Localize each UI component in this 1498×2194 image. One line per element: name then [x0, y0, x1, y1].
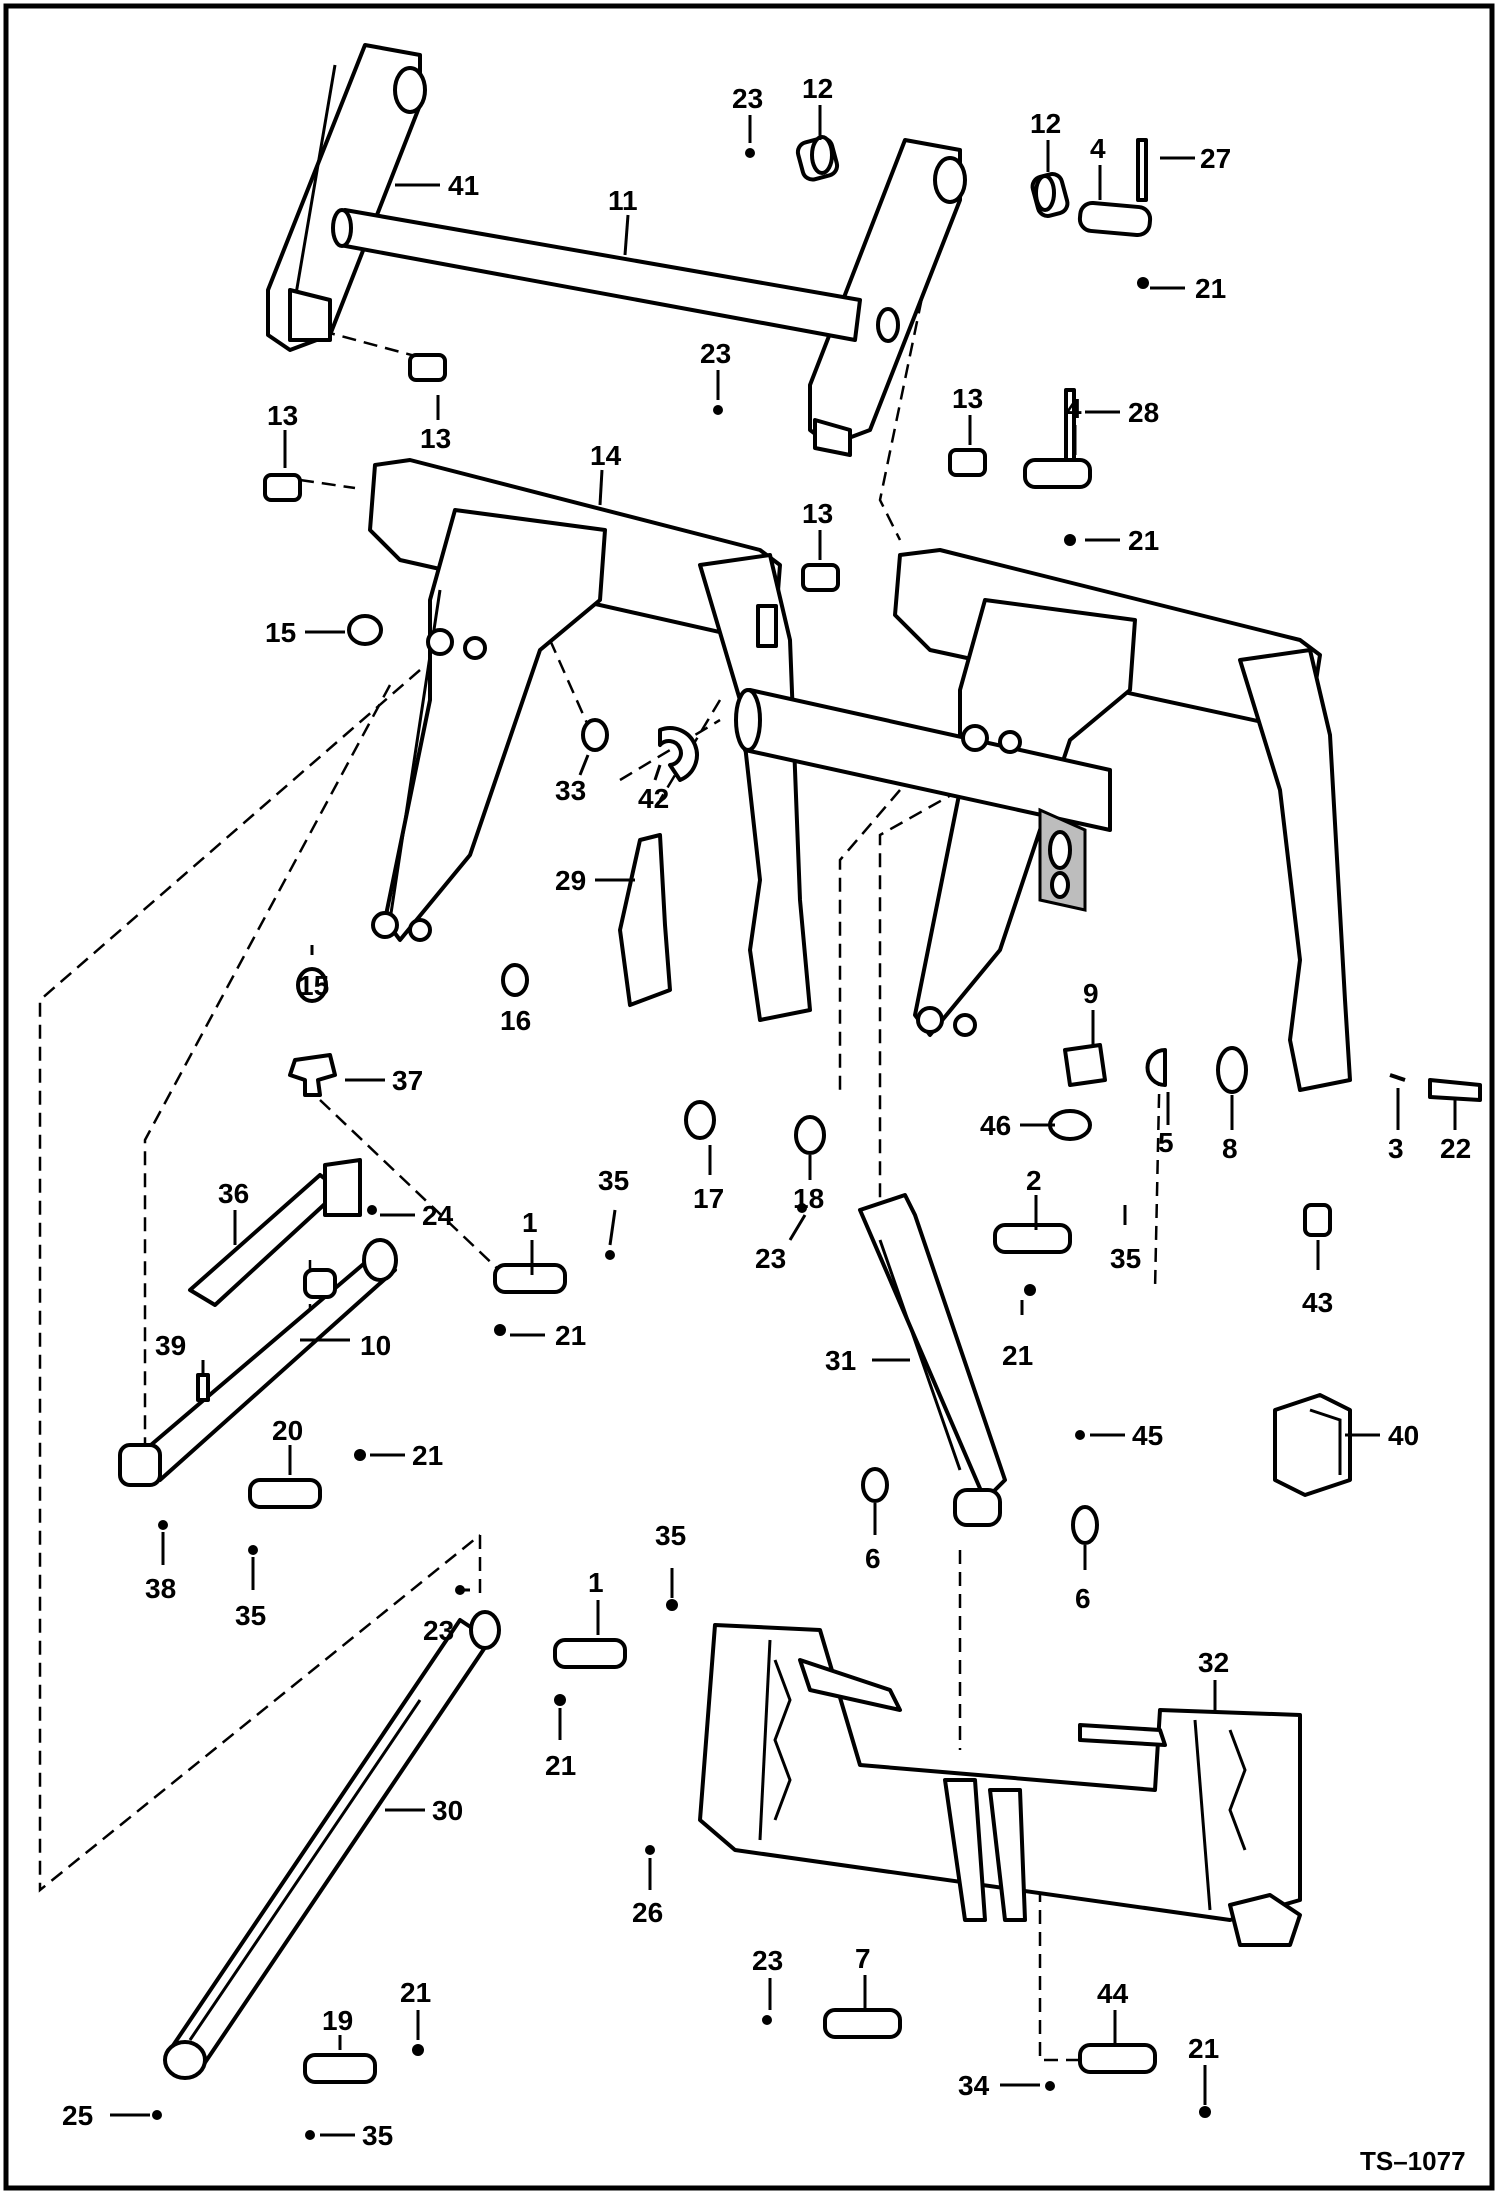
callout-5: 5 — [1158, 1127, 1174, 1158]
callout-32: 32 — [1198, 1647, 1229, 1678]
callout-38: 38 — [145, 1573, 176, 1604]
callout-17: 17 — [693, 1183, 724, 1214]
callout-30: 30 — [432, 1795, 463, 1826]
callout-24: 24 — [422, 1200, 454, 1231]
callout-13-a: 13 — [420, 423, 451, 454]
callout-11: 11 — [608, 185, 638, 216]
main-frame — [368, 458, 1352, 1092]
callout-42: 42 — [638, 783, 669, 814]
callout-35-a: 35 — [598, 1165, 629, 1196]
attachment-plate — [645, 1623, 1302, 2118]
callout-44: 44 — [1097, 1978, 1129, 2009]
callout-21-c: 21 — [555, 1320, 586, 1351]
callout-29: 29 — [555, 865, 586, 896]
callout-36: 36 — [218, 1178, 249, 1209]
callout-12-right: 12 — [1030, 108, 1061, 139]
callout-2: 2 — [1026, 1165, 1042, 1196]
callout-1-b: 1 — [588, 1567, 604, 1598]
callout-13-b: 13 — [267, 400, 298, 431]
callout-31: 31 — [825, 1345, 856, 1376]
callout-15-a: 15 — [265, 617, 296, 648]
callout-6-left: 6 — [865, 1543, 881, 1574]
callout-21-h: 21 — [1188, 2033, 1219, 2064]
callout-4-mid: 4 — [1066, 393, 1082, 424]
callouts: 41 11 23 12 12 4 27 21 13 23 13 4 28 13 … — [62, 73, 1471, 2151]
mid-hardware — [296, 614, 1482, 1237]
callout-35-e: 35 — [362, 2120, 393, 2151]
callout-46: 46 — [980, 1110, 1011, 1141]
callout-34: 34 — [958, 2070, 990, 2101]
callout-23-d: 23 — [423, 1615, 454, 1646]
callout-15-b: 15 — [298, 970, 329, 1001]
callout-23-mid: 23 — [700, 338, 731, 369]
top-hardware — [263, 135, 1153, 592]
callout-25: 25 — [62, 2100, 93, 2131]
callout-4-top: 4 — [1090, 133, 1106, 164]
callout-18: 18 — [793, 1183, 824, 1214]
callout-26: 26 — [632, 1897, 663, 1928]
callout-14: 14 — [590, 440, 622, 471]
lift-cylinder — [152, 1585, 678, 2140]
callout-21-b: 21 — [1128, 525, 1159, 556]
mounting-frame — [266, 43, 967, 457]
callout-35-d: 35 — [655, 1520, 686, 1551]
callout-23-top: 23 — [732, 83, 763, 114]
callout-16: 16 — [500, 1005, 531, 1036]
callout-8: 8 — [1222, 1133, 1238, 1164]
callout-21-d: 21 — [1002, 1340, 1033, 1371]
callout-7: 7 — [855, 1943, 871, 1974]
callout-41: 41 — [448, 170, 479, 201]
callout-21-f: 21 — [545, 1750, 576, 1781]
callout-40: 40 — [1388, 1420, 1419, 1451]
lever-assembly — [118, 1053, 615, 1555]
callout-39: 39 — [155, 1330, 186, 1361]
callout-3: 3 — [1388, 1133, 1404, 1164]
callout-6-right: 6 — [1075, 1583, 1091, 1614]
callout-21-a: 21 — [1195, 273, 1226, 304]
callout-20: 20 — [272, 1415, 303, 1446]
callout-1-a: 1 — [522, 1207, 538, 1238]
tilt-cylinder — [797, 1193, 1099, 1545]
callout-9: 9 — [1083, 978, 1099, 1009]
callout-13-c: 13 — [952, 383, 983, 414]
callout-13-d: 13 — [802, 498, 833, 529]
callout-35-c: 35 — [235, 1600, 266, 1631]
callout-33: 33 — [555, 775, 586, 806]
drawing-code: TS–1077 — [1360, 2146, 1466, 2176]
callout-23-e: 23 — [752, 1945, 783, 1976]
frame-border — [3, 3, 1495, 2191]
callout-28: 28 — [1128, 397, 1159, 428]
callout-23-c: 23 — [755, 1243, 786, 1274]
callout-19: 19 — [322, 2005, 353, 2036]
callout-21-g: 21 — [400, 1977, 431, 2008]
callout-27: 27 — [1200, 143, 1231, 174]
callout-43: 43 — [1302, 1287, 1333, 1318]
callout-37: 37 — [392, 1065, 423, 1096]
callout-45: 45 — [1132, 1420, 1163, 1451]
callout-35-b: 35 — [1110, 1243, 1141, 1274]
callout-12-left: 12 — [802, 73, 833, 104]
callout-10: 10 — [360, 1330, 391, 1361]
callout-22: 22 — [1440, 1133, 1471, 1164]
decal-40 — [1273, 1393, 1352, 1497]
callout-21-e: 21 — [412, 1440, 443, 1471]
